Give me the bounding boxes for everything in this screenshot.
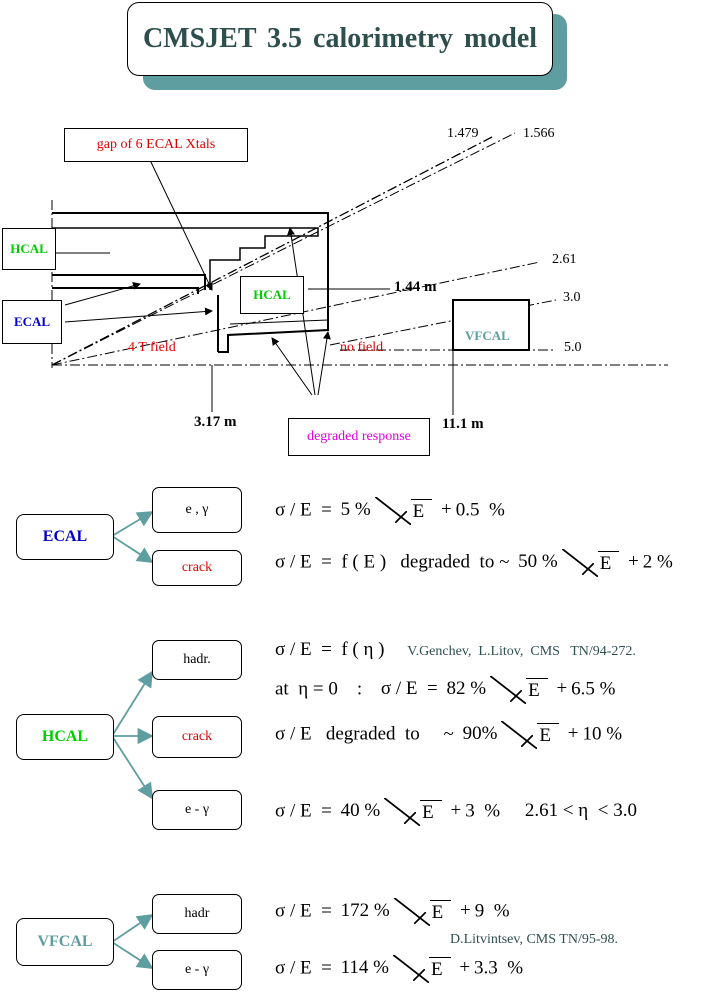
hcal-branch-crack: crack <box>152 716 242 758</box>
hcal-outline <box>52 212 329 353</box>
vfcal-formula-2: σ / E = 114 %E +3.3 % <box>275 955 524 983</box>
hcal-formula-1: σ / E = f ( η ) V.Genchev, L.Litov, CMS … <box>275 639 636 660</box>
z-111-label: 11.1 m <box>442 416 484 432</box>
field-4t-label: 4 T field <box>128 340 176 355</box>
gap-label: gap of 6 ECAL Xtals <box>64 128 248 162</box>
ecal-branch-e-gamma: e , γ <box>152 487 242 533</box>
eta-30-label: 3.0 <box>563 290 581 305</box>
vfcal-formula-1: σ / E = 172 %E +9 % <box>275 898 510 926</box>
vfcal-branch-e-gamma: e - γ <box>152 950 242 990</box>
hcal-diagram-label: HCAL <box>2 228 56 270</box>
hcal-formula-2: at η = 0 : σ / E = 82 %E +6.5 % <box>275 676 616 704</box>
ecal-outline-bottom <box>52 287 199 294</box>
eta-1566-line <box>51 132 516 366</box>
ecal-diagram-label: ECAL <box>2 300 62 344</box>
eta-50-label: 5.0 <box>564 340 582 355</box>
no-field-label: no field <box>340 340 384 355</box>
degraded-response-label: degraded response <box>288 418 430 456</box>
ecal-formula-1: σ / E = 5 %E +0.5 % <box>275 497 505 525</box>
hcal-branch-hadr: hadr. <box>152 640 242 680</box>
ecal-formula-2: σ / E = f ( E ) degraded to ~ 50 %E +2 % <box>275 549 673 577</box>
vfcal-node: VFCAL <box>16 918 114 966</box>
endcap-inner <box>229 319 329 325</box>
z-317-label: 3.17 m <box>194 414 237 430</box>
eta-1479-label: 1.479 <box>447 126 479 141</box>
vfcal-diagram-label: VFCAL <box>465 328 510 343</box>
eta-1566-label: 1.566 <box>523 126 555 141</box>
eta-1479-line <box>51 136 493 366</box>
vfcal-box <box>452 299 530 351</box>
ecal-node: ECAL <box>16 514 114 560</box>
hcal-node: HCAL <box>16 714 114 760</box>
hcal-formula-4: σ / E = 40 %E +3 % 2.61 < η < 3.0 <box>275 798 637 826</box>
hcal-inner-outline <box>52 227 319 290</box>
vfcal-branch-hadr: hadr <box>152 894 242 934</box>
page-title: CMSJET 3.5 calorimetry model <box>127 2 553 76</box>
eta-30-line <box>329 299 557 346</box>
eta-261-line <box>51 261 541 366</box>
vfcal-reference: D.Litvintsev, CMS TN/95-98. <box>450 932 619 947</box>
hcal-inner-label: HCAL <box>240 276 304 314</box>
eta-261-label: 2.61 <box>552 252 577 267</box>
hcal-branch-e-gamma: e - γ <box>152 790 242 830</box>
radius-144-label: 1.44 m <box>394 279 437 295</box>
ecal-branch-crack: crack <box>152 550 242 586</box>
hcal-formula-3: σ / E degraded to ~ 90%E +10 % <box>275 721 623 749</box>
